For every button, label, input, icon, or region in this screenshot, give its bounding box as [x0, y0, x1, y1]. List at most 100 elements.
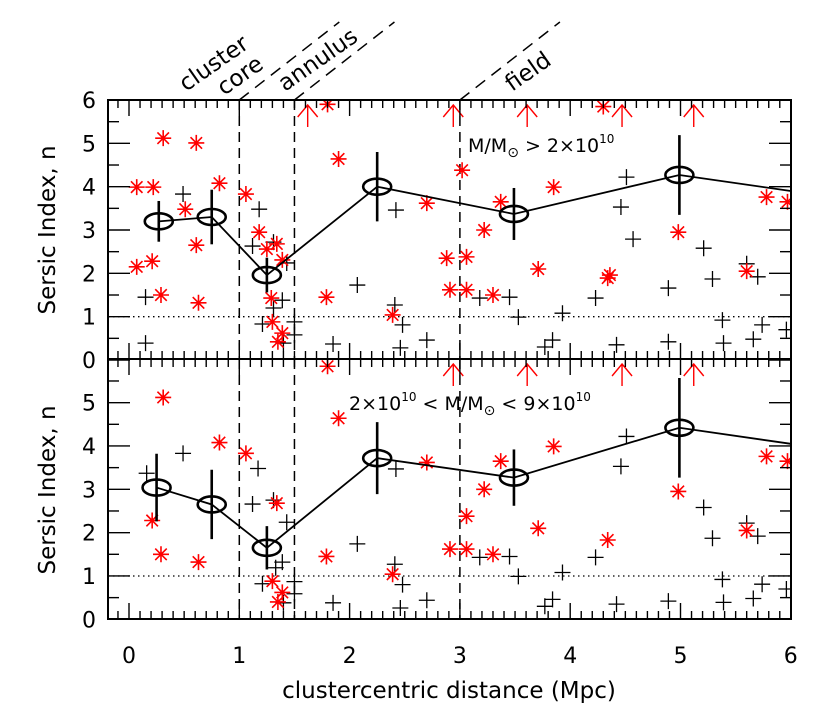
mean-trend-line [156, 426, 791, 549]
x-tick-label: 6 [784, 644, 798, 669]
black-plus-point [660, 593, 677, 610]
black-plus-point [544, 591, 561, 608]
black-plus-point [387, 202, 404, 219]
red-asterisk-point [258, 241, 275, 258]
black-plus-point [715, 594, 732, 611]
black-plus-point [754, 576, 771, 593]
y-tick-label: 4 [82, 435, 96, 460]
red-asterisk-point [384, 306, 401, 323]
red-asterisk-point [441, 281, 458, 298]
red-asterisk-point [670, 224, 687, 241]
red-asterisk-point [779, 453, 791, 470]
mean-marker-ellipse [196, 207, 228, 227]
red-asterisk-point [418, 454, 435, 471]
red-asterisk-point [177, 201, 194, 218]
black-plus-point [501, 289, 518, 306]
red-asterisk-point [545, 179, 562, 196]
mean-trend-line [158, 174, 791, 277]
black-plus-point [386, 556, 403, 573]
black-plus-point [745, 590, 762, 607]
lower-limit-arrow [297, 103, 319, 127]
red-asterisk-point [264, 573, 281, 590]
red-asterisk-point [476, 481, 493, 498]
black-plus-point [695, 499, 712, 516]
red-asterisk-point [145, 179, 162, 196]
black-plus-point [660, 280, 677, 297]
black-plus-point [394, 316, 411, 333]
red-asterisk-point [545, 438, 562, 455]
mean-marker-ellipse [361, 448, 393, 468]
red-asterisk-point [211, 175, 228, 192]
black-plus-point [612, 458, 629, 475]
red-asterisk-point [274, 584, 291, 601]
red-asterisk-point [128, 258, 145, 275]
black-plus-point [471, 549, 488, 566]
black-plus-point [587, 290, 604, 307]
y-tick-label: 1 [82, 565, 96, 590]
black-plus-point [137, 335, 154, 352]
x-tick-label: 2 [343, 644, 357, 669]
red-asterisk-point [758, 189, 775, 206]
red-asterisk-point [318, 548, 335, 565]
red-asterisk-point [237, 445, 254, 462]
red-asterisk-point [268, 235, 285, 252]
red-asterisk-point [269, 593, 286, 610]
black-plus-point [137, 289, 154, 306]
black-plus-point [587, 549, 604, 566]
red-asterisk-point [484, 546, 501, 563]
red-asterisk-point [530, 261, 547, 278]
red-asterisk-point [492, 193, 509, 210]
red-asterisk-point [274, 325, 291, 342]
x-axis-title: clustercentric distance (Mpc) [282, 678, 616, 704]
red-asterisk-point [738, 522, 755, 539]
red-asterisk-point [458, 508, 475, 525]
y-axis-title-top: Sersic Index, n [35, 145, 61, 314]
red-asterisk-point [458, 248, 475, 265]
region-guide-diagonal [459, 21, 561, 101]
red-asterisk-point [269, 333, 286, 350]
red-asterisk-point [263, 290, 280, 307]
black-plus-point [608, 336, 625, 353]
lower-limit-arrow [516, 103, 538, 127]
x-tick-label: 1 [232, 644, 246, 669]
mean-marker-ellipse [361, 177, 393, 196]
lower-limit-arrow [611, 362, 633, 386]
red-asterisk-point [438, 250, 455, 267]
red-asterisk-point [264, 313, 281, 330]
panel-bottom-annotation: 2×1010 < M/M⊙ < 9×1010 [349, 390, 591, 419]
black-plus-point [612, 199, 629, 216]
black-plus-point [554, 305, 571, 322]
black-plus-point [660, 333, 677, 350]
black-plus-point [554, 564, 571, 581]
black-plus-point [175, 186, 192, 203]
region-label-annulus: annulus [274, 24, 363, 97]
black-plus-point [325, 335, 342, 352]
red-asterisk-point [454, 162, 471, 179]
black-plus-point [392, 339, 409, 356]
red-asterisk-point [330, 150, 347, 167]
black-plus-point [286, 585, 303, 602]
black-plus-point [608, 596, 625, 613]
y-tick-label: 2 [82, 262, 96, 287]
red-asterisk-point [484, 287, 501, 304]
black-plus-point [387, 460, 404, 477]
black-plus-point [325, 594, 342, 611]
red-asterisk-point [128, 179, 145, 196]
black-plus-point [244, 496, 261, 513]
black-plus-point [778, 580, 791, 597]
region-guide-diagonal [293, 21, 395, 101]
red-asterisk-point [188, 134, 205, 151]
black-plus-point [695, 240, 712, 257]
red-asterisk-point [779, 193, 791, 210]
black-plus-point [392, 600, 409, 617]
mean-marker-ellipse [251, 538, 283, 558]
red-asterisk-point [144, 512, 161, 529]
black-plus-point [618, 169, 635, 186]
black-plus-point [501, 548, 518, 565]
red-asterisk-point [155, 130, 172, 147]
x-tick-label: 5 [674, 644, 688, 669]
red-asterisk-point [530, 520, 547, 537]
region-label-field: field [501, 47, 557, 97]
black-plus-point [536, 339, 553, 356]
